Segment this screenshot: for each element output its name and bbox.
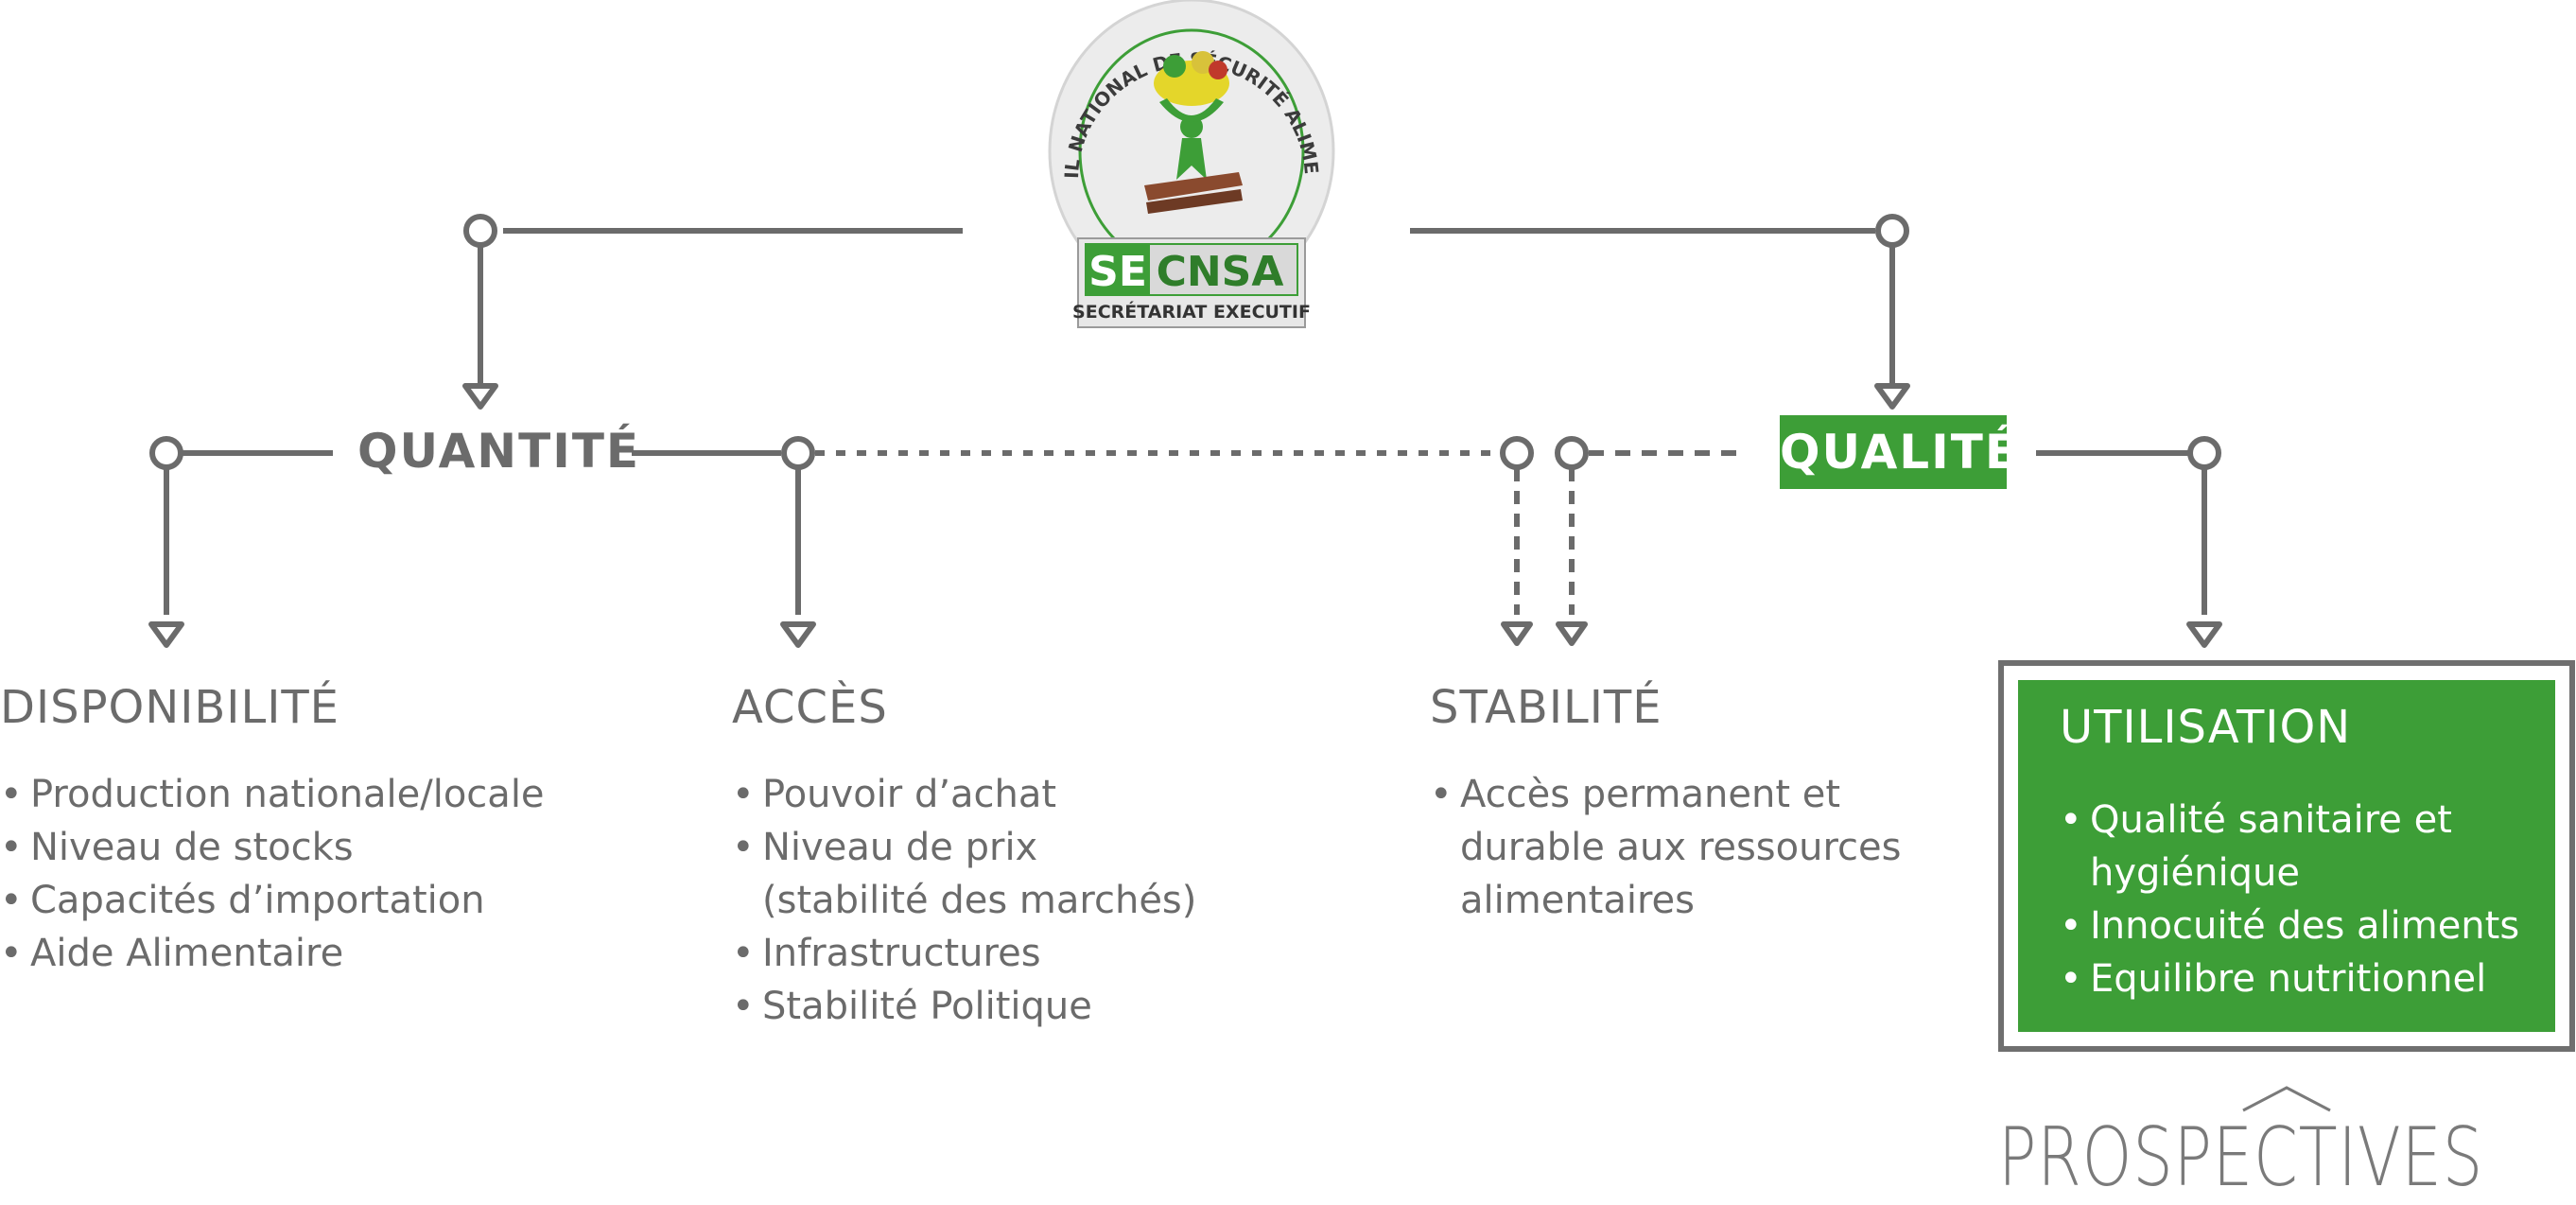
arrowhead-disponibilite (148, 621, 184, 648)
list-item: Capacités d’importation (0, 874, 545, 927)
list-item: Aide Alimentaire (0, 927, 545, 980)
node-circle-stabilite-b (1555, 436, 1589, 470)
logo-acronym-se: SE (1088, 248, 1147, 296)
node-circle-top-right (1875, 214, 1909, 248)
arrowhead-acces (780, 621, 816, 648)
node-circle-acces (781, 436, 815, 470)
node-disponibilite: DISPONIBILITÉ Production nationale/local… (0, 681, 545, 980)
arrowhead-stabilite-b (1556, 621, 1588, 646)
node-title-disponibilite: DISPONIBILITÉ (0, 681, 340, 734)
list-item: Accès permanent et durable aux ressource… (1430, 768, 1901, 927)
secnsa-logo: CONSEIL NATIONAL DE SÉCURITÉ ALIMENTAIRE… (1040, 0, 1335, 328)
arrowhead-quantite (462, 383, 498, 410)
list-item: Production nationale/locale (0, 768, 545, 821)
node-circle-top-left (463, 214, 497, 248)
list-item: Niveau de stocks (0, 821, 545, 874)
node-title-acces: ACCÈS (732, 681, 888, 734)
logo-subtitle: SECRÉTARIAT EXECUTIF (1072, 301, 1311, 323)
node-list-stabilite: Accès permanent et durable aux ressource… (1430, 768, 1901, 927)
logo-acronym-cnsa: CNSA (1157, 248, 1284, 296)
list-item: Innocuité des aliments (2060, 899, 2519, 952)
category-qualite: QUALITÉ (1780, 415, 2017, 489)
arrowhead-stabilite-a (1501, 621, 1533, 646)
node-stabilite: STABILITÉ Accès permanent et durable aux… (1430, 681, 1901, 927)
node-utilisation: UTILISATION Qualité sanitaire et hygiéni… (1998, 660, 2575, 1052)
utilisation-panel: UTILISATION Qualité sanitaire et hygiéni… (2018, 680, 2555, 1032)
list-item: Stabilité Politique (732, 980, 1196, 1033)
node-circle-stabilite-a (1500, 436, 1534, 470)
list-item: Pouvoir d’achat (732, 768, 1196, 821)
node-acces: ACCÈS Pouvoir d’achat Niveau de prix (st… (732, 681, 1196, 1033)
node-list-utilisation: Qualité sanitaire et hygiénique Innocuit… (2060, 794, 2519, 1005)
list-item: Equilibre nutritionnel (2060, 952, 2519, 1005)
node-title-utilisation: UTILISATION (2060, 701, 2352, 754)
node-circle-disponibilite (149, 436, 183, 470)
node-list-disponibilite: Production nationale/locale Niveau de st… (0, 768, 545, 980)
roof-icon (2242, 1086, 2331, 1112)
list-item: Qualité sanitaire et hygiénique (2060, 794, 2519, 899)
node-list-acces: Pouvoir d’achat Niveau de prix (stabilit… (732, 768, 1196, 1033)
category-quantite: QUANTITÉ (357, 424, 641, 479)
arrowhead-utilisation (2186, 621, 2222, 648)
list-item: Infrastructures (732, 927, 1196, 980)
list-item: Niveau de prix (stabilité des marchés) (732, 821, 1196, 927)
prospectives-brand: PROSPECTIVES (1998, 1078, 2576, 1205)
arrowhead-qualite (1874, 383, 1910, 410)
node-circle-utilisation (2187, 436, 2221, 470)
node-title-stabilite: STABILITÉ (1430, 681, 1662, 734)
brand-name: PROSPECTIVES (1998, 1110, 2484, 1205)
